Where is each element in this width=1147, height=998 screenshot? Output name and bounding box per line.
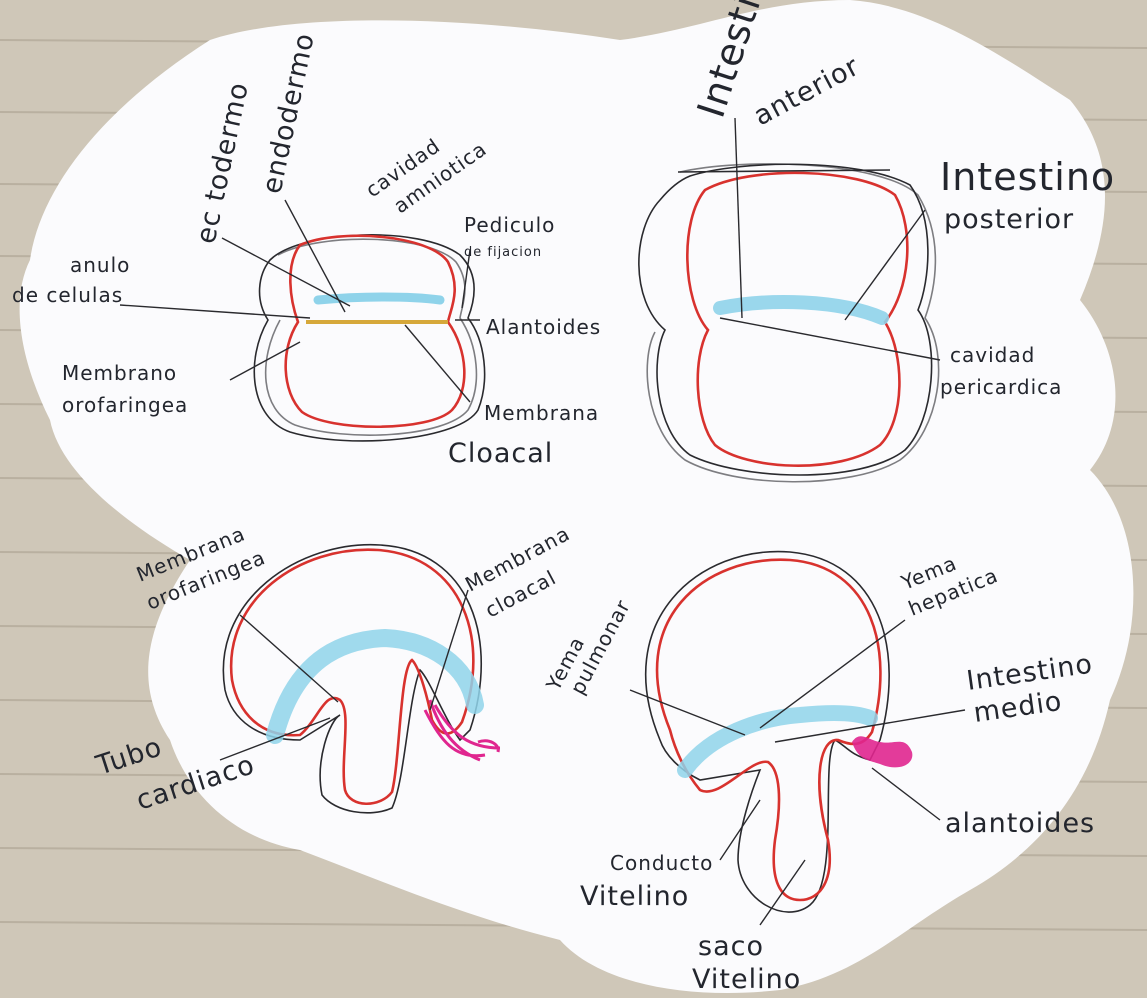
label-pediculo-2: de fijacion <box>464 245 542 260</box>
label-conducto-vitelino-2: Vitelino <box>580 881 689 912</box>
label-cavidad-pericardica-1: cavidad <box>950 343 1035 367</box>
label-alantoides-2: alantoides <box>945 808 1095 839</box>
label-membrana-oro-1a: Membrano <box>62 361 177 385</box>
label-membrana-cloacal-1b: Cloacal <box>448 438 553 469</box>
label-anillo-2: de celulas <box>12 283 123 307</box>
paper-cutout <box>20 0 1134 993</box>
label-saco-vitelino-1: saco <box>698 931 764 962</box>
label-alantoides-1: Alantoides <box>486 315 601 339</box>
label-cavidad-pericardica-2: pericardica <box>940 375 1062 399</box>
label-membrana-oro-1b: orofaringea <box>62 393 188 417</box>
label-pediculo-1: Pediculo <box>464 213 555 237</box>
label-conducto-vitelino-1: Conducto <box>610 851 713 875</box>
label-anillo-1: anulo <box>70 253 130 277</box>
label-intestino-posterior-1: Intestino <box>940 155 1115 199</box>
label-membrana-cloacal-1a: Membrana <box>484 401 599 425</box>
label-intestino-posterior-2: posterior <box>944 204 1074 235</box>
label-saco-vitelino-2: Vitelino <box>692 964 801 995</box>
